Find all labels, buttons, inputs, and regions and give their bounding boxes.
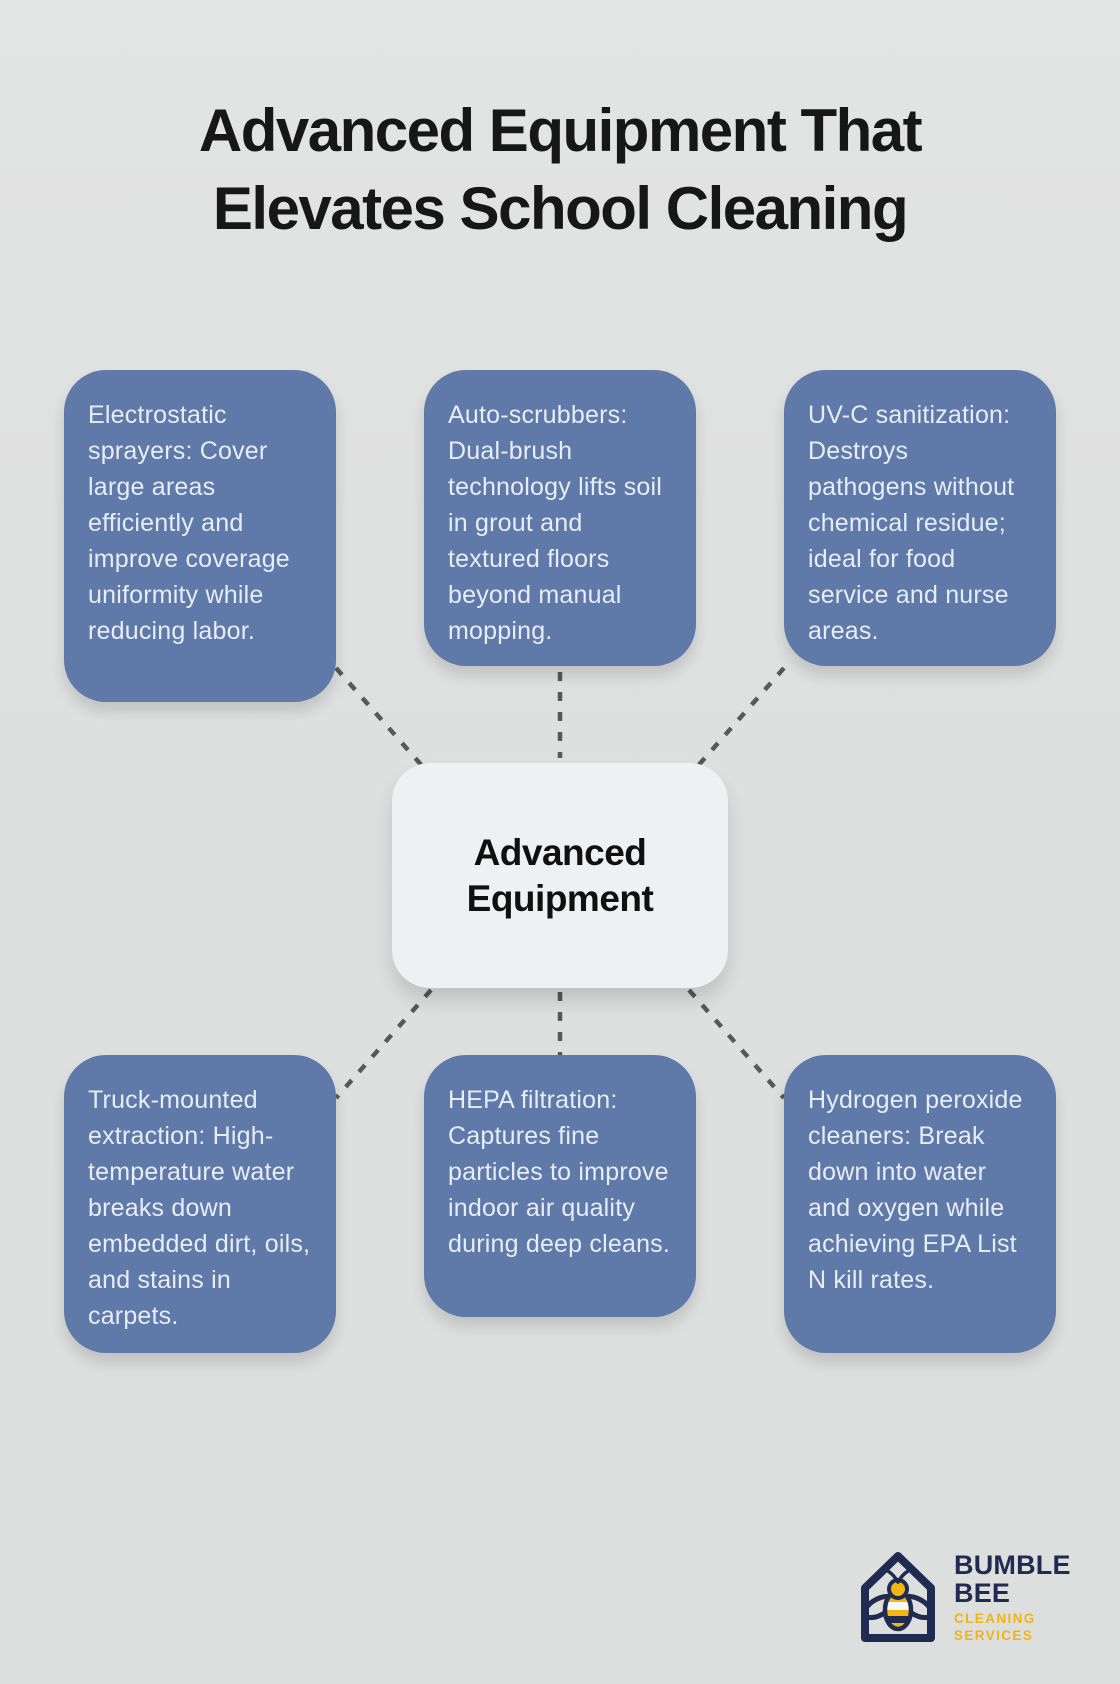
logo-tagline: CLEANING SERVICES (954, 1610, 1036, 1644)
connector-bottom-right (687, 988, 786, 1100)
node-hepa-filtration: HEPA filtration: Captures fine particles… (424, 1055, 696, 1317)
node-truck-mounted-extraction: Truck-mounted extraction: High-temperatu… (64, 1055, 336, 1353)
center-node-advanced-equipment: Advanced Equipment (392, 763, 728, 988)
node-auto-scrubbers: Auto-scrubbers: Dual-brush technology li… (424, 370, 696, 666)
logo-name: BUMBLE BEE (954, 1550, 1071, 1609)
page-title-line1: Advanced Equipment That (198, 97, 923, 164)
node-text: Electrostatic sprayers: Cover large area… (88, 401, 290, 645)
node-text: HEPA filtration: Captures fine particles… (448, 1086, 671, 1258)
connector-top-left (334, 666, 433, 778)
node-hydrogen-peroxide-cleaners: Hydrogen peroxide cleaners: Break down i… (784, 1055, 1056, 1353)
node-text: Truck-mounted extraction: High-temperatu… (88, 1086, 311, 1330)
node-text: UV-C sanitization: Destroys pathogens wi… (808, 401, 1015, 645)
connector-bottom-left (334, 988, 433, 1100)
node-electrostatic-sprayers: Electrostatic sprayers: Cover large area… (64, 370, 336, 702)
node-text: Hydrogen peroxide cleaners: Break down i… (808, 1086, 1023, 1294)
center-node-label: Advanced Equipment (466, 832, 654, 919)
bumble-bee-logo: BUMBLE BEE CLEANING SERVICES (848, 1543, 1120, 1645)
bee-in-house-icon (861, 1551, 935, 1642)
page-title: Advanced Equipment That Elevates School … (0, 92, 1120, 248)
node-uvc-sanitization: UV-C sanitization: Destroys pathogens wi… (784, 370, 1056, 666)
node-text: Auto-scrubbers: Dual-brush technology li… (448, 401, 663, 645)
page-title-line2: Elevates School Cleaning (212, 175, 909, 242)
connector-top-right (687, 666, 786, 778)
logo-text-block: BUMBLE BEE CLEANING SERVICES (954, 1551, 1120, 1645)
